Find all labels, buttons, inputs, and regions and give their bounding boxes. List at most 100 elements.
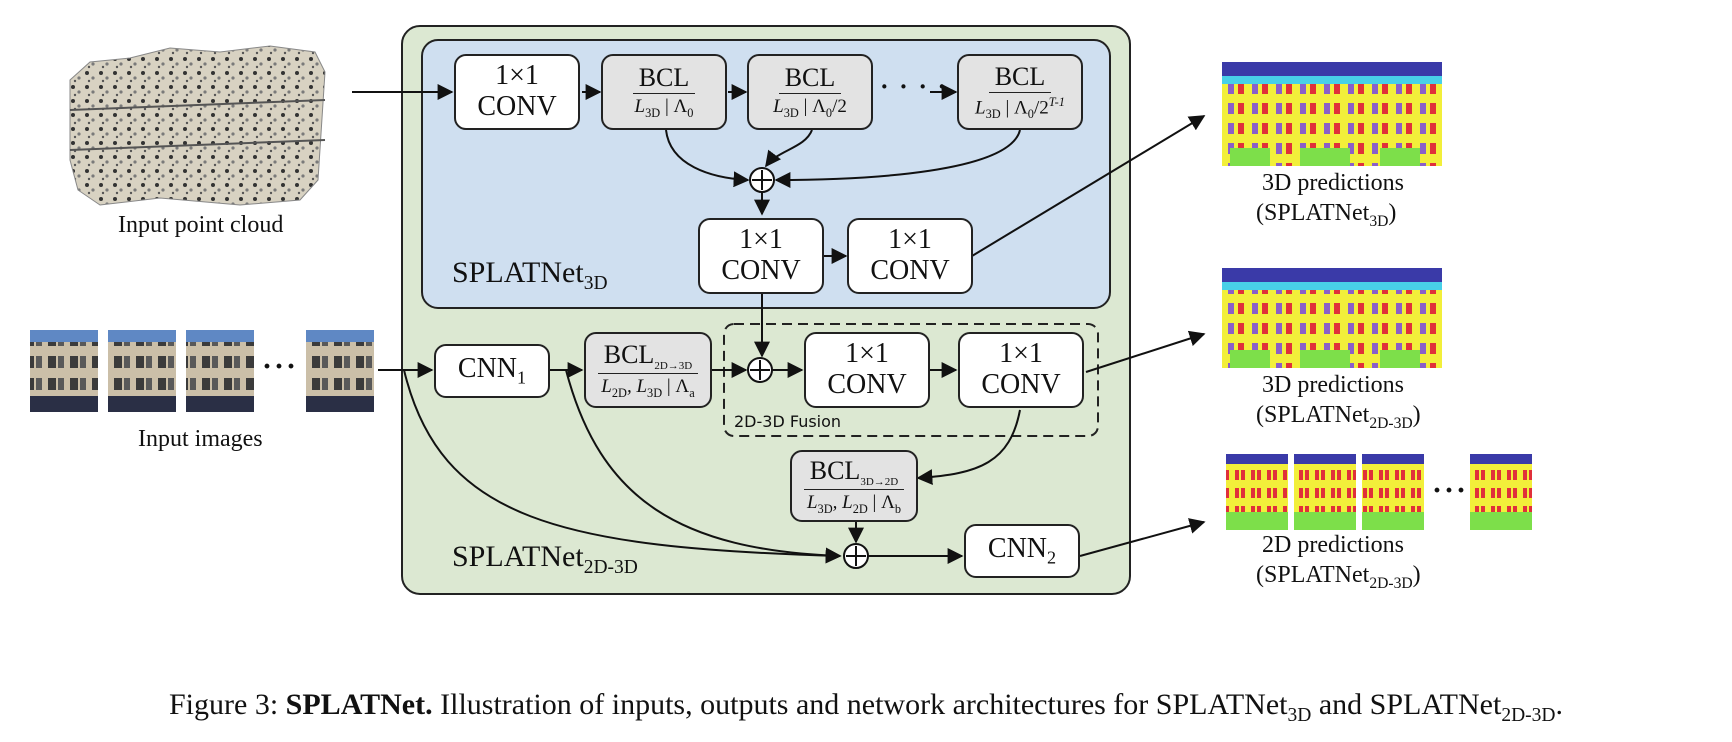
splatnet-3d-main: SPLATNet xyxy=(452,256,584,289)
cnn2-sub: 2 xyxy=(1047,547,1057,568)
output-2d3d-3d-label-1: 3D predictions xyxy=(1262,372,1404,398)
input-point-cloud-label: Input point cloud xyxy=(118,212,284,238)
bcl-block-1-Lsub: 3D xyxy=(645,105,661,120)
bcl-3d2d-L2sub: 2D xyxy=(852,501,868,516)
bcl-2d3d-L1: L xyxy=(601,375,612,397)
bcl-block-2-Lsub: 3D xyxy=(783,105,799,120)
splatnet-3d-sub: 3D xyxy=(583,273,608,294)
bcl-block-2-title: BCL xyxy=(778,63,842,95)
conv-block-1-line2: CONV xyxy=(477,91,557,122)
bcl-3d2d-L2: , L xyxy=(832,491,853,513)
output-2d-net-sub: 2D-3D xyxy=(1369,574,1413,592)
curve-cnn1-to-sum3 xyxy=(565,369,842,564)
cnn2-main: CNN xyxy=(987,533,1048,565)
input-images-label: Input images xyxy=(138,426,263,452)
curve-bcl3-to-sum xyxy=(774,129,1021,188)
conv-block-3-line2: CONV xyxy=(870,255,950,286)
figure-caption: Figure 3: SPLATNet. Illustration of inpu… xyxy=(0,688,1732,727)
bcl-block-1-lambda: | Λ xyxy=(660,96,688,118)
fusion-box xyxy=(723,323,1099,437)
input-images-ellipsis: ··· xyxy=(262,350,299,383)
bcl-2d3d-title: BCL xyxy=(603,339,655,369)
input-image-2-street xyxy=(108,396,176,412)
conv-block-2: 1×1 CONV xyxy=(698,218,824,294)
bcl-3d2d-block: BCL3D→2D L3D, L2D | Λb xyxy=(790,450,918,522)
cnn2-block: CNN2 xyxy=(964,524,1080,578)
bcl-2d3d-L1sub: 2D xyxy=(611,385,627,400)
fusion-conv-1-line2: CONV xyxy=(827,369,907,400)
bcl-block-1-L: L xyxy=(634,96,646,118)
bcl-block-1-title: BCL xyxy=(632,63,696,95)
bcl-block-1: BCL L3D | Λ0 xyxy=(601,54,727,130)
output-2d3d-3d-label-2: (SPLATNet2D-3D) xyxy=(1256,402,1421,433)
caption-mid: and SPLATNet xyxy=(1311,688,1502,721)
fusion-conv-2-line1: 1×1 xyxy=(999,338,1043,370)
bcl-block-3-lambdasub: 0 xyxy=(1027,107,1034,122)
bcl-block-3: BCL L3D | Λ0/2T-1 xyxy=(957,54,1083,130)
output-2d3d-3d-net-end: ) xyxy=(1412,402,1421,428)
arrow-to-3d-pred xyxy=(971,115,1206,257)
bcl-2d3d-block: BCL2D→3D L2D, L3D | Λa xyxy=(584,332,712,408)
fusion-label: 2D-3D Fusion xyxy=(734,412,842,431)
point-cloud-image xyxy=(69,45,326,206)
bcl-3d2d-title-sub: 3D→2D xyxy=(860,475,899,488)
arrow-to-2d-pred xyxy=(1079,518,1206,557)
cnn1-block: CNN1 xyxy=(434,344,550,398)
bcl-block-3-L: L xyxy=(975,97,986,119)
output-3d-label-1: 3D predictions xyxy=(1262,170,1404,196)
input-image-4-street xyxy=(306,396,374,412)
input-image-1-street xyxy=(30,396,98,412)
bcl-2d3d-L2: , L xyxy=(626,375,648,397)
splatnet-2d3d-sub: 2D-3D xyxy=(583,557,638,578)
fusion-conv-1-line1: 1×1 xyxy=(845,338,889,370)
bcl-3d2d-lambdasub: b xyxy=(894,501,902,516)
caption-sub1: 3D xyxy=(1287,705,1312,726)
output-2d-label-2: (SPLATNet2D-3D) xyxy=(1256,562,1421,593)
bcl-block-3-lambda: | Λ xyxy=(1000,97,1028,119)
fusion-conv-block-1: 1×1 CONV xyxy=(804,332,930,408)
bcl-2d3d-lambdasub: a xyxy=(689,385,695,400)
curve-fusion-to-bcl3d2d xyxy=(916,409,1021,486)
caption-bold: SPLATNet. xyxy=(285,688,433,721)
bcl-2d3d-title-sub: 2D→3D xyxy=(654,359,693,372)
cnn1-main: CNN xyxy=(457,353,518,385)
bcl-block-2: BCL L3D | Λ0/2 xyxy=(747,54,873,130)
curve-bcl1-to-sum xyxy=(665,129,750,188)
output-2d-label-1: 2D predictions xyxy=(1262,532,1404,558)
bcl-3d2d-title: BCL xyxy=(809,455,861,485)
output-2d3d-3d-net: (SPLATNet xyxy=(1256,402,1370,428)
bcl-2d3d-lambda: | Λ xyxy=(662,375,690,397)
output-3d-net-end: ) xyxy=(1388,200,1397,226)
output-2d-ellipsis: ··· xyxy=(1432,474,1469,507)
conv-block-1: 1×1 CONV xyxy=(454,54,580,130)
bcl-block-3-title: BCL xyxy=(988,62,1052,93)
bcl-ellipsis: · · · · xyxy=(880,72,949,101)
bcl-block-1-lambdasub: 0 xyxy=(687,105,694,120)
conv-block-2-line1: 1×1 xyxy=(739,224,783,256)
caption-text: Illustration of inputs, outputs and netw… xyxy=(432,688,1288,721)
curve-bcl2-to-sum xyxy=(765,129,813,168)
bcl-block-2-lambda: | Λ xyxy=(798,96,826,118)
caption-end: . xyxy=(1555,688,1563,721)
prediction-2d-images xyxy=(1226,454,1532,530)
output-2d-net-end: ) xyxy=(1412,562,1421,588)
splatnet-2d3d-label: SPLATNet2D-3D xyxy=(452,540,638,579)
fusion-conv-2-line2: CONV xyxy=(981,369,1061,400)
bcl-3d2d-lambda: | Λ xyxy=(867,491,895,513)
input-image-4-sky xyxy=(306,330,374,342)
input-image-3-street xyxy=(186,396,254,412)
input-image-2-sky xyxy=(108,330,176,342)
bcl-block-2-div: /2 xyxy=(832,96,847,118)
bcl-block-3-div: /2 xyxy=(1033,97,1049,119)
bcl-3d2d-L1: L xyxy=(806,491,818,513)
bcl-block-3-Lsub: 3D xyxy=(985,107,1001,122)
output-2d-net: (SPLATNet xyxy=(1256,562,1370,588)
prediction-3d-image xyxy=(1222,62,1442,166)
output-3d-net: (SPLATNet xyxy=(1256,200,1370,226)
curve-images-to-sum3 xyxy=(403,369,842,564)
output-2d3d-3d-net-sub: 2D-3D xyxy=(1369,414,1413,432)
conv-block-3-line1: 1×1 xyxy=(888,224,932,256)
input-image-1-sky xyxy=(30,330,98,342)
cnn1-sub: 1 xyxy=(517,367,527,388)
prediction-2d3d-3d-image xyxy=(1222,268,1442,368)
